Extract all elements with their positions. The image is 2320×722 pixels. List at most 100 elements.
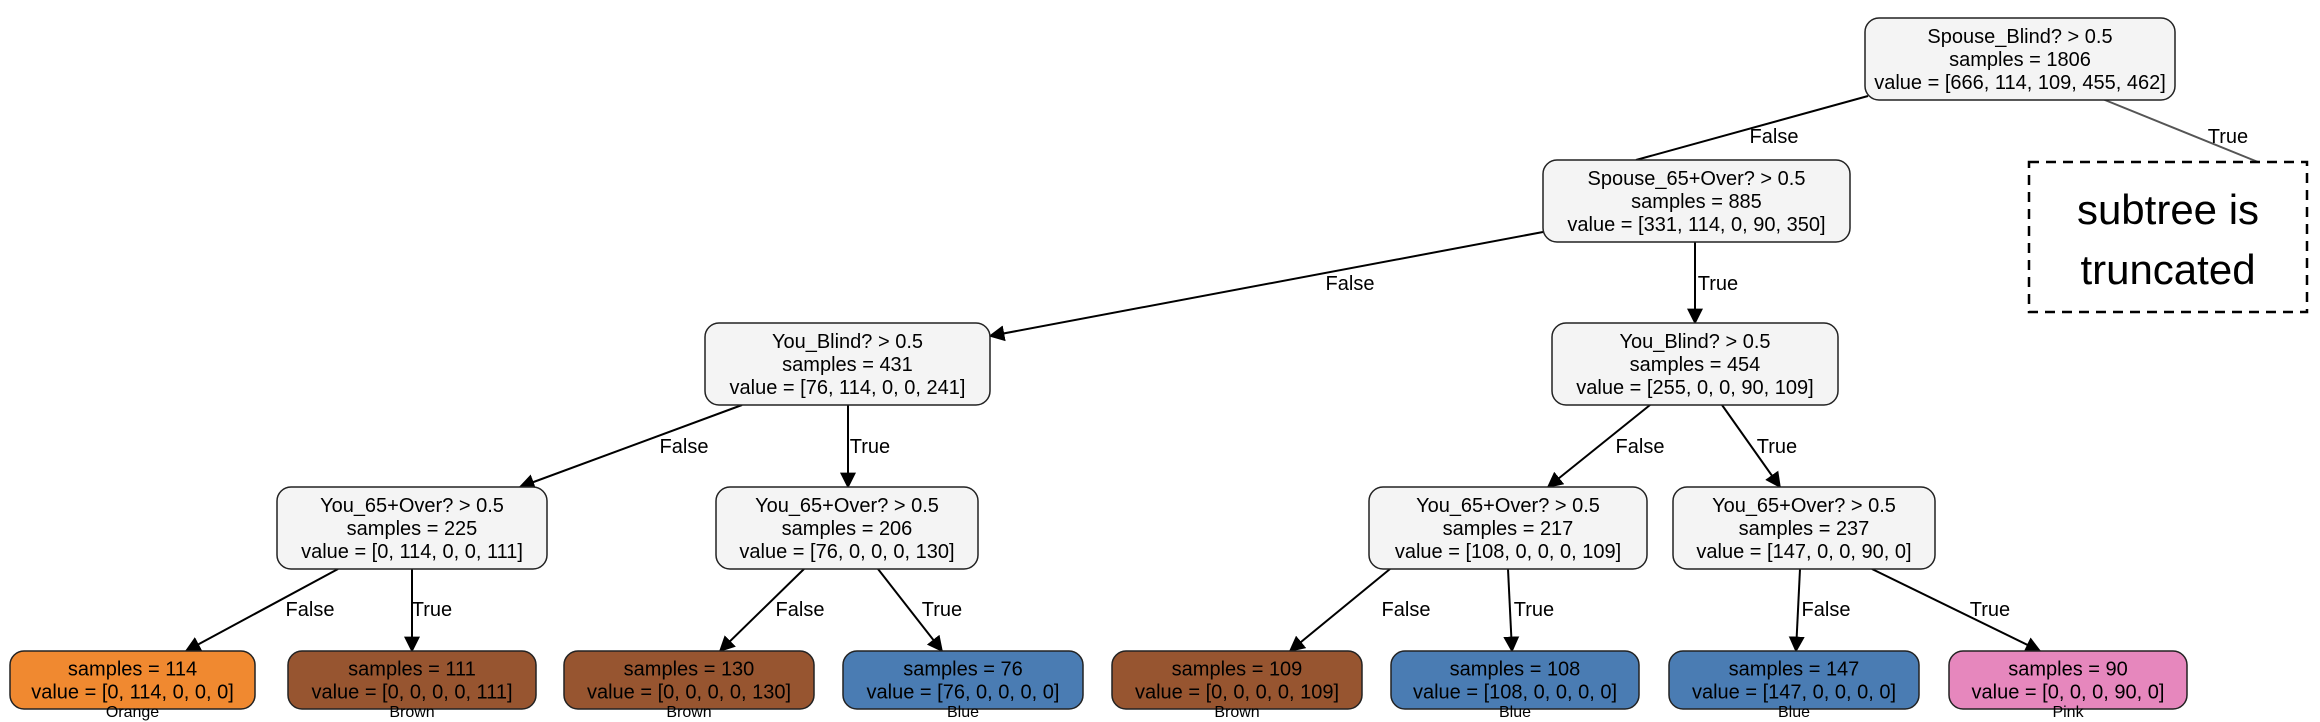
edge-root-to-truncated xyxy=(2099,97,2259,163)
node-box xyxy=(276,486,548,570)
edge-label-spouse65-to-youBlindR: True xyxy=(1698,273,1738,295)
truncated-box-border xyxy=(2027,160,2309,314)
edge-label-root-to-spouse65: False xyxy=(1750,126,1799,148)
edge-y65_c-to-leaf6 xyxy=(1503,568,1520,653)
node-value: value = [108, 0, 0, 0, 0] xyxy=(1413,682,1617,704)
leaf-class-caption: Blue xyxy=(1778,704,1810,721)
node-samples: samples = 111 xyxy=(348,659,476,681)
node-condition: You_65+Over? > 0.5 xyxy=(755,495,939,517)
edge-label-youBlindR-to-y65_c: False xyxy=(1616,436,1665,458)
truncated-box-text: subtree is xyxy=(2077,186,2259,233)
edge-youBlindR-to-y65_c xyxy=(1546,404,1651,489)
node-box xyxy=(1551,322,1839,406)
edge-label-y65_d-to-leaf8: True xyxy=(1970,599,2010,621)
node-condition: You_Blind? > 0.5 xyxy=(1619,331,1770,353)
edge-label-root-to-truncated: True xyxy=(2208,126,2248,148)
node-samples: samples = 147 xyxy=(1729,659,1860,681)
edge-spouse65-to-youBlindL xyxy=(988,231,1544,342)
node-value: value = [331, 114, 0, 90, 350] xyxy=(1567,214,1825,236)
node-box xyxy=(1948,650,2188,710)
node-condition: You_65+Over? > 0.5 xyxy=(1416,495,1600,517)
node-value: value = [0, 0, 0, 0, 109] xyxy=(1135,682,1339,704)
node-box xyxy=(1864,17,2176,101)
leaf-class-caption: Pink xyxy=(2052,704,2084,721)
node-samples: samples = 225 xyxy=(347,518,478,540)
edge-y65_b-to-leaf4 xyxy=(877,568,943,653)
edge-youBlindL-to-y65_a xyxy=(518,404,743,490)
node-value: value = [147, 0, 0, 90, 0] xyxy=(1696,541,1911,563)
node-samples: samples = 108 xyxy=(1450,659,1581,681)
node-box xyxy=(1368,486,1648,570)
node-box xyxy=(1111,650,1363,710)
edge-youBlindR-to-y65_d xyxy=(1721,404,1781,489)
node-condition: You_65+Over? > 0.5 xyxy=(320,495,504,517)
node-samples: samples = 109 xyxy=(1172,659,1303,681)
leaf-class-caption: Blue xyxy=(947,704,979,721)
edge-label-youBlindR-to-y65_d: True xyxy=(1757,436,1797,458)
edge-y65_d-to-leaf7 xyxy=(1788,568,1805,653)
node-value: value = [108, 0, 0, 0, 109] xyxy=(1395,541,1621,563)
node-value: value = [76, 0, 0, 0, 0] xyxy=(867,682,1060,704)
edge-y65_d-to-leaf8 xyxy=(1871,568,2042,652)
edge-label-youBlindL-to-y65_a: False xyxy=(660,436,709,458)
node-value: value = [0, 114, 0, 0, 0] xyxy=(31,682,234,704)
node-samples: samples = 1806 xyxy=(1949,49,2091,71)
edge-y65_b-to-leaf3 xyxy=(718,568,805,653)
edge-label-y65_b-to-leaf3: False xyxy=(776,599,825,621)
node-samples: samples = 431 xyxy=(782,354,913,376)
edge-label-y65_a-to-leaf1: False xyxy=(286,599,335,621)
node-samples: samples = 206 xyxy=(782,518,913,540)
node-value: value = [76, 0, 0, 0, 130] xyxy=(739,541,954,563)
node-value: value = [76, 114, 0, 0, 241] xyxy=(730,377,966,399)
edge-label-y65_b-to-leaf4: True xyxy=(922,599,962,621)
node-samples: samples = 237 xyxy=(1739,518,1870,540)
edge-label-y65_d-to-leaf7: False xyxy=(1802,599,1851,621)
node-value: value = [147, 0, 0, 0, 0] xyxy=(1692,682,1896,704)
node-samples: samples = 885 xyxy=(1631,191,1762,213)
edge-root-to-spouse65 xyxy=(1635,95,1869,161)
truncated-box-text: truncated xyxy=(2080,246,2255,293)
node-samples: samples = 114 xyxy=(68,659,197,681)
node-value: value = [0, 0, 0, 0, 130] xyxy=(587,682,791,704)
node-samples: samples = 454 xyxy=(1630,354,1761,376)
node-condition: Spouse_65+Over? > 0.5 xyxy=(1588,168,1806,190)
leaf-class-caption: Brown xyxy=(389,704,434,721)
node-condition: You_Blind? > 0.5 xyxy=(772,331,923,353)
node-samples: samples = 217 xyxy=(1443,518,1574,540)
node-box xyxy=(704,322,991,406)
node-value: value = [0, 0, 0, 90, 0] xyxy=(1972,682,2165,704)
node-samples: samples = 130 xyxy=(624,659,755,681)
edge-label-youBlindL-to-y65_b: True xyxy=(850,436,890,458)
leaf-class-caption: Orange xyxy=(106,704,159,721)
node-value: value = [0, 114, 0, 0, 111] xyxy=(301,541,523,563)
node-samples: samples = 90 xyxy=(2008,659,2128,681)
leaf-class-caption: Brown xyxy=(1214,704,1259,721)
node-box xyxy=(1390,650,1640,710)
node-box xyxy=(1542,159,1851,243)
node-box xyxy=(1672,486,1936,570)
edge-y65_c-to-leaf5 xyxy=(1288,568,1391,653)
node-box xyxy=(1668,650,1920,710)
node-box xyxy=(715,486,979,570)
node-samples: samples = 76 xyxy=(903,659,1023,681)
node-value: value = [666, 114, 109, 455, 462] xyxy=(1874,72,2166,94)
node-box xyxy=(9,650,256,710)
edge-label-spouse65-to-youBlindL: False xyxy=(1326,273,1375,295)
